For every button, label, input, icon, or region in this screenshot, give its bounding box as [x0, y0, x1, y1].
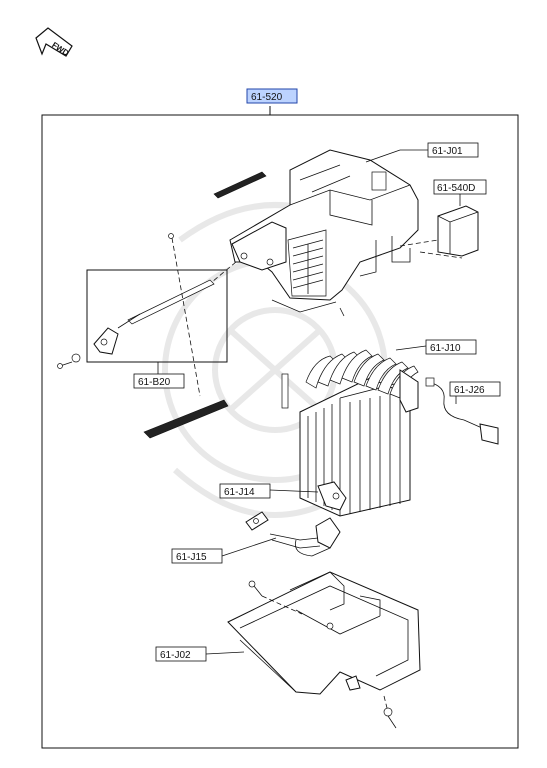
- callout-61-J26-label: 61-J26: [454, 385, 485, 396]
- link-dashed-leader: [171, 237, 237, 397]
- link-assy-part: [57, 279, 215, 369]
- callout-61-J14-label: 61-J14: [224, 487, 255, 498]
- callout-61-520[interactable]: 61-520: [246, 88, 298, 104]
- harness-part: [425, 377, 499, 445]
- lower-dashed-leader: [261, 595, 389, 713]
- callout-61-J02-label: 61-J02: [160, 650, 191, 661]
- tube-assy-part: [245, 511, 341, 557]
- lower-seal-strip: [143, 399, 229, 439]
- callout-61-J01-label: 61-J01: [432, 146, 463, 157]
- callout-61-J10-label: 61-J10: [430, 343, 461, 354]
- evaporator-coil-tubes: [305, 349, 419, 399]
- assembly-frame: [41, 114, 519, 749]
- block-part: [317, 481, 347, 511]
- fwd-arrow-icon: FWD: [35, 27, 73, 58]
- screw-icon: [248, 580, 397, 729]
- callout-61-J15[interactable]: 61-J15: [171, 548, 223, 564]
- callout-61-540D-label: 61-540D: [437, 183, 475, 194]
- callout-61-J10[interactable]: 61-J10: [425, 339, 477, 355]
- callout-61-J01[interactable]: 61-J01: [427, 142, 479, 158]
- module-part: [437, 205, 479, 257]
- callout-61-J14[interactable]: 61-J14: [219, 483, 271, 499]
- upper-case-part: [229, 149, 419, 317]
- callout-61-J26[interactable]: 61-J26: [449, 381, 501, 397]
- upper-case-grille: [287, 229, 327, 297]
- callout-61-540D[interactable]: 61-540D: [433, 179, 487, 195]
- callout-61-J15-label: 61-J15: [176, 552, 207, 563]
- evaporator-fins: [307, 392, 401, 514]
- callout-61-B20-label: 61-B20: [138, 377, 171, 388]
- lower-case-part: [227, 571, 421, 695]
- evaporator-part: [281, 349, 419, 517]
- module-dashed-leader: [399, 239, 463, 259]
- link-assy-box: [86, 269, 228, 363]
- upper-seal-strip: [213, 171, 267, 199]
- callout-61-J02[interactable]: 61-J02: [155, 646, 207, 662]
- callout-61-520-label: 61-520: [251, 92, 283, 103]
- callout-61-B20[interactable]: 61-B20: [133, 373, 185, 389]
